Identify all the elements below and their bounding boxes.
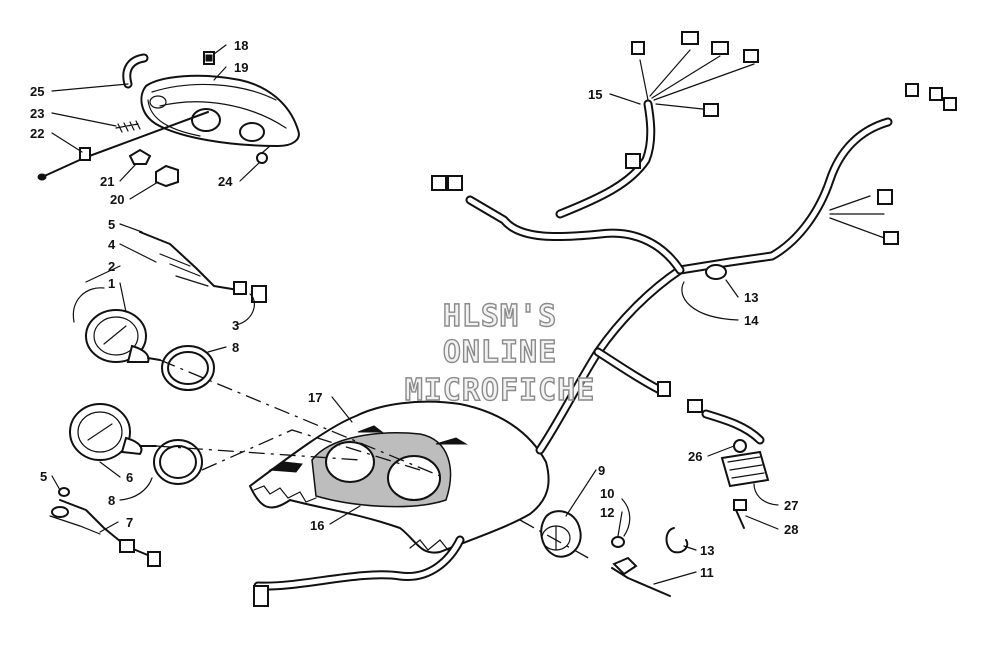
callout-6: 6 — [126, 470, 133, 485]
watermark-line-2: ONLINE — [443, 335, 557, 370]
callout-12: 12 — [600, 505, 614, 520]
callout-19: 19 — [234, 60, 248, 75]
callout-27: 27 — [784, 498, 798, 513]
callout-numbers: 25 23 22 18 19 21 20 24 5 4 2 1 3 8 17 5… — [30, 38, 798, 580]
callout-24: 24 — [218, 174, 233, 189]
speedometer-assembly — [72, 231, 267, 391]
callout-5-lower: 5 — [40, 469, 47, 484]
watermark: HLSM'S ONLINE MICROFICHE — [404, 298, 596, 408]
callout-26: 26 — [688, 449, 702, 464]
callout-11: 11 — [700, 565, 714, 580]
tachometer-assembly — [49, 403, 203, 567]
regulator-assembly — [687, 399, 770, 529]
callout-14: 14 — [744, 313, 759, 328]
callout-9: 9 — [598, 463, 605, 478]
callout-leader-lines — [51, 44, 779, 585]
callout-21: 21 — [100, 174, 114, 189]
callout-20: 20 — [110, 192, 124, 207]
callout-1: 1 — [108, 276, 115, 291]
watermark-line-3: MICROFICHE — [405, 373, 596, 408]
callout-23: 23 — [30, 106, 44, 121]
callout-10: 10 — [600, 486, 614, 501]
callout-25: 25 — [30, 84, 44, 99]
callout-13-lower: 13 — [700, 543, 714, 558]
callout-5-upper: 5 — [108, 217, 115, 232]
callout-13-upper: 13 — [744, 290, 758, 305]
socket-assembly — [540, 510, 689, 597]
headlight-assembly — [37, 51, 300, 188]
callout-16: 16 — [310, 518, 324, 533]
alignment-lines — [155, 359, 593, 561]
callout-17: 17 — [308, 390, 322, 405]
callout-8-lower: 8 — [108, 493, 115, 508]
dash-panel — [248, 400, 550, 554]
callout-22: 22 — [30, 126, 44, 141]
callout-28: 28 — [784, 522, 798, 537]
main-wiring-harness — [253, 31, 957, 607]
callout-15: 15 — [588, 87, 602, 102]
callout-3: 3 — [232, 318, 239, 333]
callout-7: 7 — [126, 515, 133, 530]
callout-2: 2 — [108, 259, 115, 274]
callout-18: 18 — [234, 38, 248, 53]
watermark-line-1: HLSM'S — [443, 299, 557, 334]
callout-4: 4 — [108, 237, 116, 252]
callout-8-upper: 8 — [232, 340, 239, 355]
